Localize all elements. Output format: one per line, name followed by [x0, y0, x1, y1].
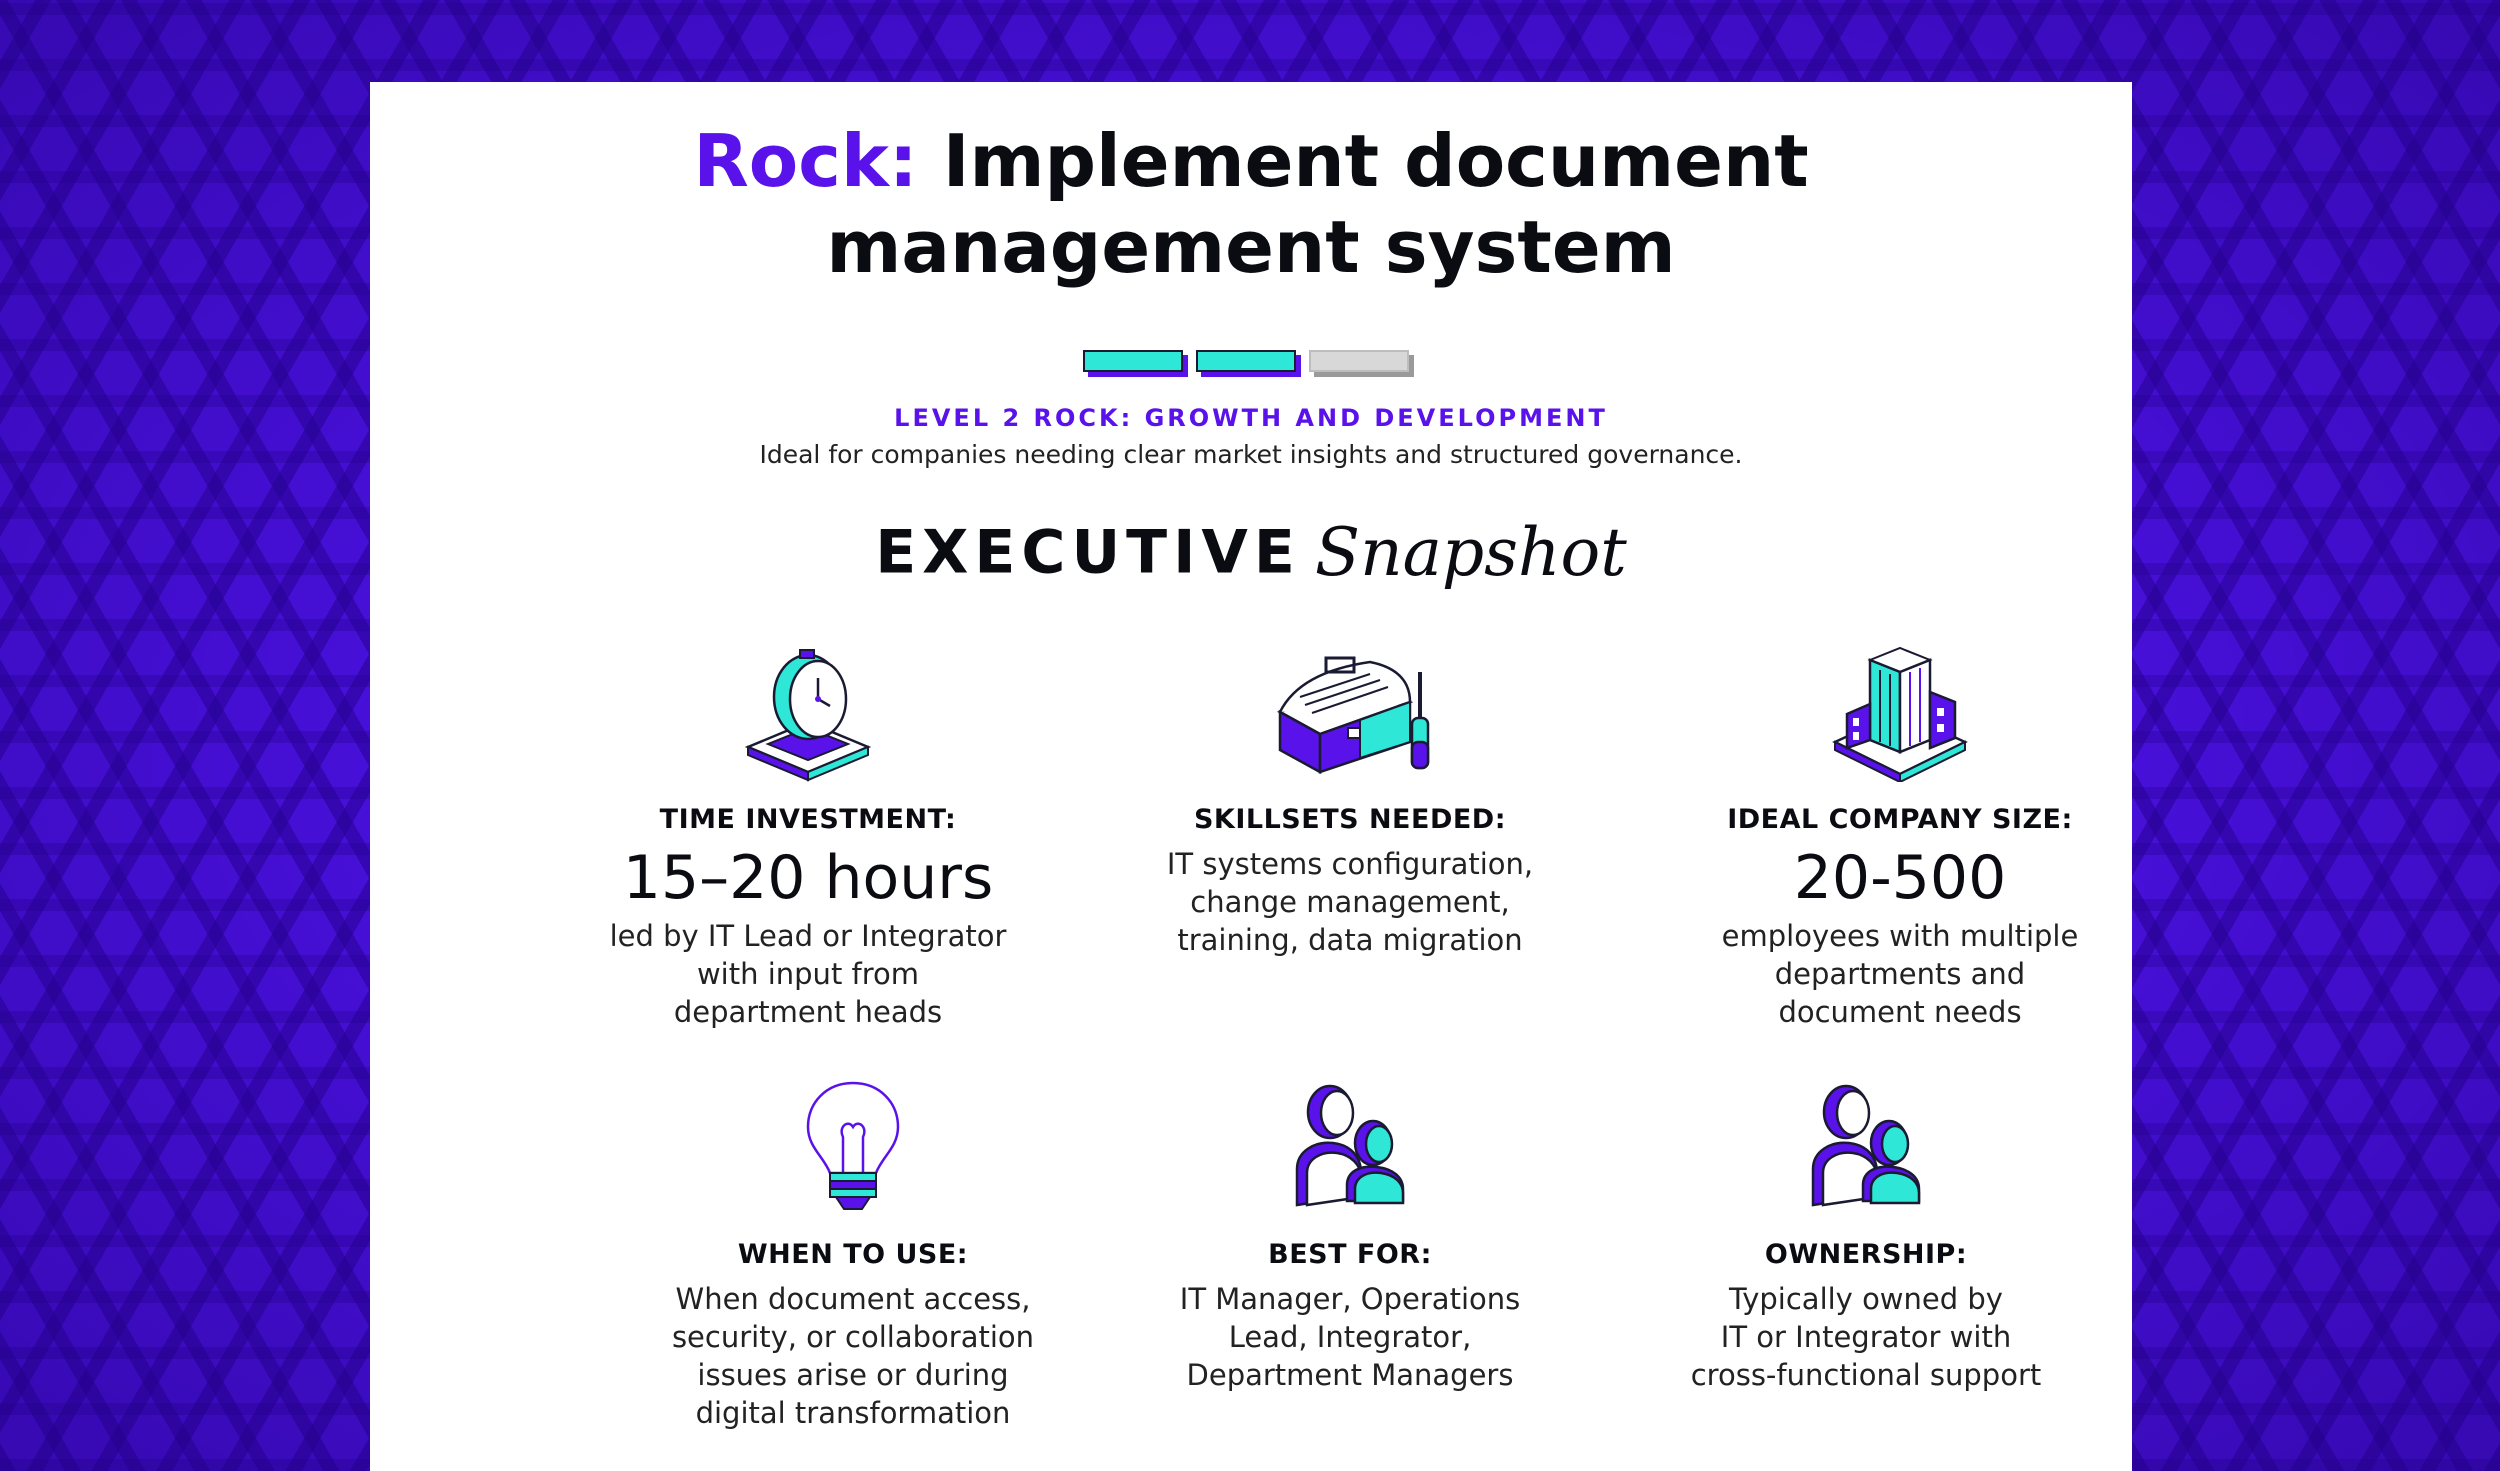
- title-accent: Rock:: [693, 119, 918, 203]
- lightbulb-icon: [806, 1081, 900, 1210]
- item-description: led by IT Lead or Integrator with input …: [609, 919, 1007, 1029]
- title-line2: management system: [826, 205, 1676, 289]
- clock-icon: [744, 649, 872, 782]
- item-label: BEST FOR:: [1268, 1239, 1432, 1270]
- progress-segment-3: [1309, 350, 1414, 377]
- item-description: When document access, security, or colla…: [671, 1282, 1035, 1430]
- progress-segment-2: [1196, 350, 1301, 377]
- item-description: IT systems configuration, change managem…: [1166, 847, 1534, 957]
- ownership-block: OWNERSHIP: Typically owned by IT or Inte…: [1606, 1077, 2126, 1394]
- time-investment-block: TIME INVESTMENT: 15–20 hours led by IT L…: [548, 642, 1068, 1031]
- when-to-use-block: WHEN TO USE: When document access, secur…: [593, 1077, 1113, 1432]
- skillsets-block: SKILLSETS NEEDED: IT systems configurati…: [1090, 642, 1610, 959]
- people-icon: [1295, 1084, 1405, 1207]
- item-label: WHEN TO USE:: [737, 1239, 969, 1270]
- snapshot-bold: EXECUTIVE: [875, 517, 1301, 588]
- item-value: 20-500: [1793, 843, 2007, 913]
- company-size-block: IDEAL COMPANY SIZE: 20-500 employees wit…: [1640, 642, 2160, 1031]
- content-card: Rock: Implement document management syst…: [370, 82, 2132, 1471]
- item-description: employees with multiple departments and …: [1721, 919, 2079, 1029]
- item-label: TIME INVESTMENT:: [659, 804, 957, 835]
- item-description: Typically owned by IT or Integrator with…: [1690, 1282, 2042, 1392]
- people-icon: [1811, 1084, 1921, 1207]
- page-title: Rock: Implement document management syst…: [370, 118, 2132, 290]
- best-for-block: BEST FOR: IT Manager, Operations Lead, I…: [1090, 1077, 1610, 1394]
- level-progress-bar: [1083, 350, 1414, 377]
- ideal-for-text: Ideal for companies needing clear market…: [759, 440, 1743, 469]
- level-heading: LEVEL 2 ROCK: GROWTH AND DEVELOPMENT: [894, 404, 1608, 432]
- item-label: IDEAL COMPANY SIZE:: [1727, 804, 2073, 835]
- toolbox-icon: [1276, 656, 1430, 775]
- building-icon: [1832, 646, 1968, 782]
- progress-segment-1: [1083, 350, 1188, 377]
- title-line1: Implement document: [942, 119, 1809, 203]
- item-description: IT Manager, Operations Lead, Integrator,…: [1179, 1282, 1521, 1392]
- item-label: SKILLSETS NEEDED:: [1193, 804, 1507, 835]
- item-value: 15–20 hours: [622, 843, 994, 913]
- item-label: OWNERSHIP:: [1764, 1239, 1968, 1270]
- snapshot-script: Snapshot: [1314, 514, 1627, 591]
